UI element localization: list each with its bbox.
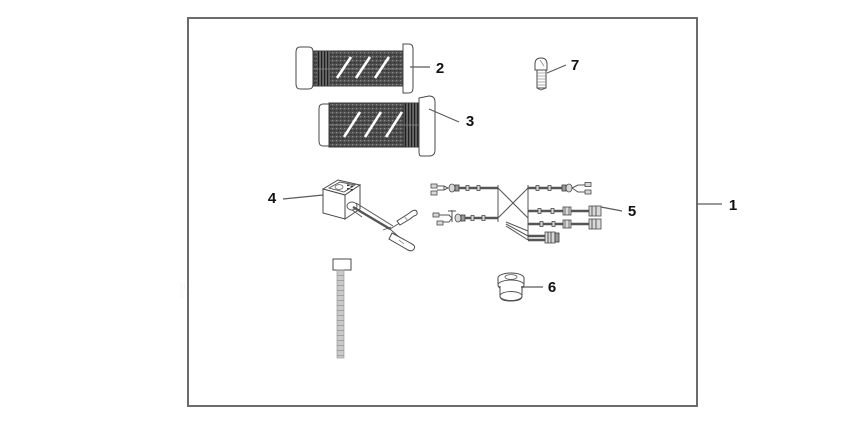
harness-upper-left-terminal <box>430 183 498 196</box>
callout-5[interactable]: 5 <box>600 203 636 220</box>
callout-5-number: 5 <box>628 203 636 220</box>
callout-5-leader <box>600 206 623 212</box>
callout-7[interactable]: 7 <box>546 57 579 74</box>
callout-3[interactable]: 3 <box>428 108 474 130</box>
part-mounting-screw <box>534 57 548 91</box>
callout-1[interactable]: 1 <box>697 197 737 214</box>
harness-upper-right-terminal <box>528 182 592 195</box>
callout-4-leader <box>282 194 324 200</box>
svg-text:|||: ||| <box>180 283 186 290</box>
part-wire-harness <box>430 182 602 244</box>
kit-boundary-frame <box>187 17 698 407</box>
callout-7-number: 7 <box>571 57 579 74</box>
callout-3-number: 3 <box>466 113 474 130</box>
callout-1-number: 1 <box>729 197 737 214</box>
callout-4[interactable]: 4 <box>268 190 324 207</box>
faint-watermark: ||| || <box>180 283 186 298</box>
callout-3-leader <box>428 108 460 123</box>
part-cable-tie <box>332 258 352 359</box>
part-switch-control-unit <box>321 179 418 252</box>
callout-2[interactable]: 2 <box>410 60 444 77</box>
harness-fuse-lead <box>528 231 560 244</box>
callout-group: 1 2 3 4 5 6 <box>268 57 737 296</box>
callout-6[interactable]: 6 <box>521 279 556 296</box>
callout-7-leader <box>546 64 567 74</box>
harness-lower-right-connector <box>528 218 602 230</box>
part-heated-grip-lower <box>318 95 436 157</box>
part-rubber-grommet <box>497 272 525 302</box>
harness-mid-right-connector <box>528 205 602 217</box>
harness-lower-left-terminal <box>432 210 498 226</box>
harness-crossover <box>497 185 529 241</box>
callout-2-number: 2 <box>436 60 444 77</box>
callout-4-number: 4 <box>268 190 277 207</box>
svg-text:||: || <box>180 291 184 298</box>
callout-6-number: 6 <box>548 279 556 296</box>
part-heated-grip-upper <box>295 43 414 94</box>
